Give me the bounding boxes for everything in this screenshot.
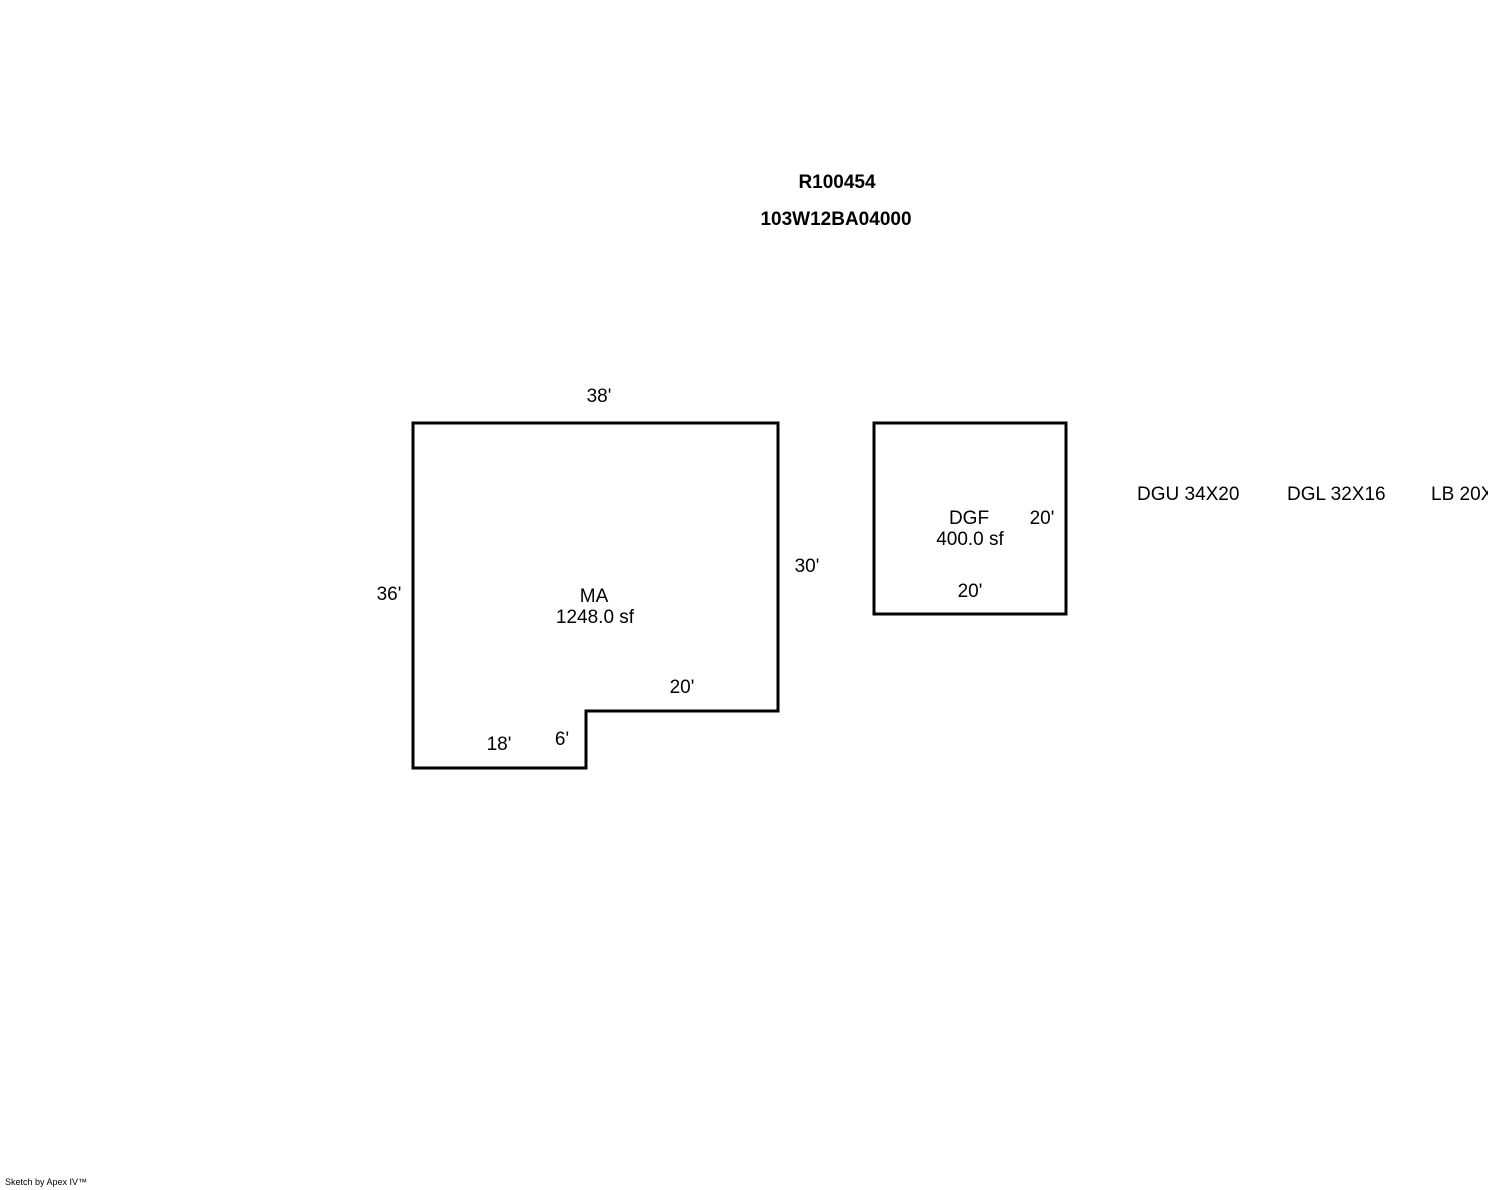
footer-credit: Sketch by Apex IV™ bbox=[5, 1177, 88, 1187]
dgf-dim-bottom: 20' bbox=[958, 581, 983, 602]
note-dgu: DGU 34X20 bbox=[1137, 484, 1239, 505]
ma-code: MA bbox=[580, 586, 609, 607]
map-tax-lot: 103W12BA04000 bbox=[760, 209, 911, 230]
ma-dim-right: 30' bbox=[795, 556, 820, 577]
ma-dim-bottom: 18' bbox=[487, 734, 512, 755]
dgf-area: 400.0 sf bbox=[936, 529, 1004, 550]
dgf-code: DGF bbox=[949, 508, 989, 529]
ma-dim-top: 38' bbox=[587, 386, 612, 407]
dgf-dim-right: 20' bbox=[1030, 508, 1055, 529]
note-lb: LB 20X bbox=[1431, 484, 1488, 505]
dgf-outline bbox=[872, 421, 1068, 616]
ma-area: 1248.0 sf bbox=[556, 607, 635, 628]
ma-outline bbox=[411, 421, 780, 770]
ma-dim-step-side: 6' bbox=[555, 729, 569, 750]
ma-dim-step-top: 20' bbox=[670, 677, 695, 698]
parcel-id: R100454 bbox=[798, 172, 876, 193]
note-dgl: DGL 32X16 bbox=[1287, 484, 1386, 505]
ma-dim-left: 36' bbox=[377, 584, 402, 605]
